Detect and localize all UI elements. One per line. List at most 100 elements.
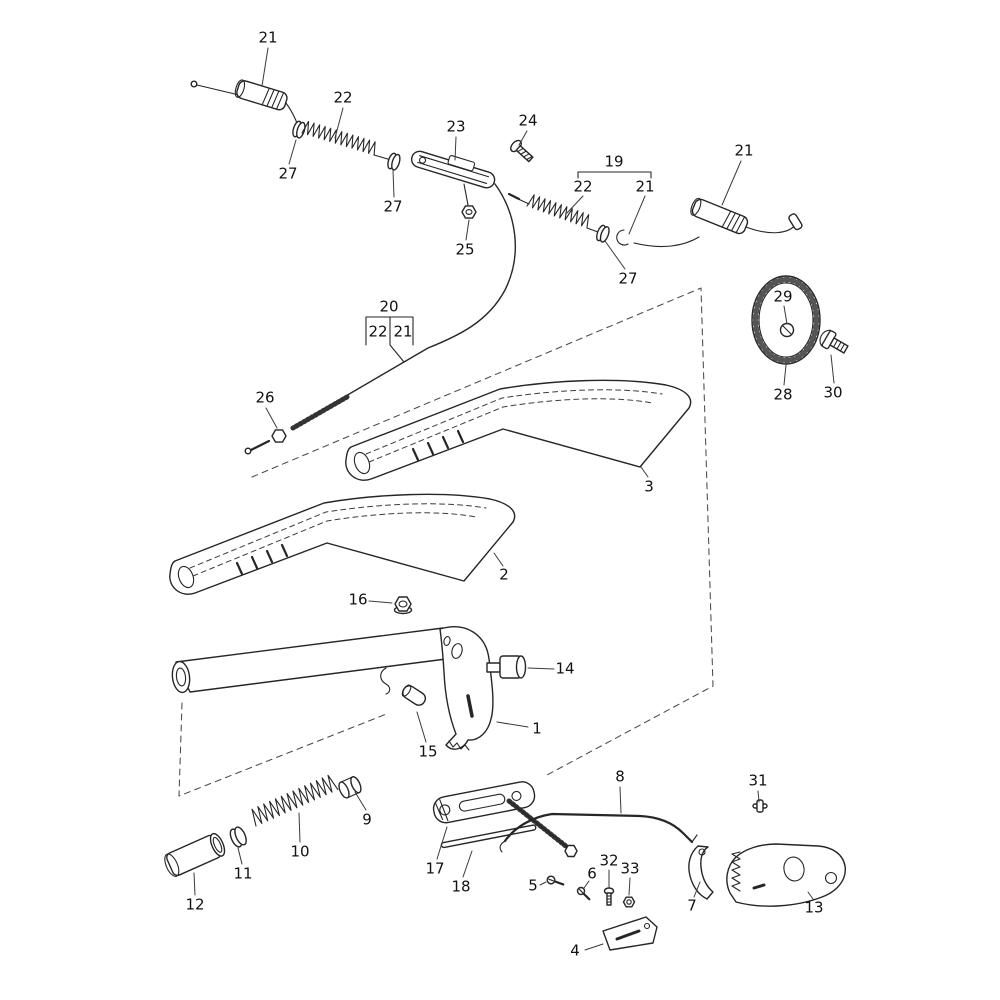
leader-washer-11 — [237, 847, 243, 865]
front-washer-27a — [292, 120, 306, 139]
part-label-nut-33: 33 — [620, 859, 640, 878]
part-screw-6 — [576, 886, 591, 901]
leader-front-sleeve — [261, 47, 269, 87]
rear-clip-21 — [616, 229, 629, 246]
part-label-lever-7: 7 — [687, 896, 697, 915]
part-sleeve-12 — [164, 832, 226, 877]
part-screw-5 — [546, 875, 565, 886]
part-label-bushing-9: 9 — [362, 810, 372, 829]
rear-sleeve-21 — [690, 197, 749, 235]
part-bracket-4 — [602, 916, 658, 951]
part-spring-10 — [251, 774, 339, 827]
part-sector-13 — [726, 843, 846, 907]
leader-cable-nut-26 — [265, 407, 278, 429]
construction-lines — [178, 287, 714, 797]
front-washer-27b — [387, 152, 401, 171]
part-label-nut-16: 16 — [348, 590, 368, 609]
part-label-group-20: 20 — [379, 297, 399, 316]
part-label-front-washer-b: 27 — [383, 197, 403, 216]
part-washer-11 — [229, 826, 247, 848]
leader-bolt-14 — [527, 667, 555, 670]
leader-handle-2 — [493, 552, 504, 567]
part-label-bolt-32: 32 — [599, 851, 619, 870]
leader-screw-5 — [539, 881, 547, 886]
part-label-sub-21: 21 — [393, 322, 413, 341]
group-19-bracket — [577, 171, 652, 179]
leader-bushing-9 — [354, 791, 367, 811]
leader-front-washer-a — [288, 139, 297, 165]
leader-spring-10 — [298, 812, 301, 843]
part-strip-18 — [440, 824, 537, 849]
front-sleeve-21 — [234, 79, 288, 111]
part-label-front-washer-a: 27 — [278, 164, 298, 183]
part-bushing-9 — [338, 776, 362, 799]
screw-24 — [510, 139, 534, 163]
group-20-bracket — [365, 316, 414, 363]
leader-screw-24 — [518, 130, 528, 146]
leader-front-washer-b — [392, 169, 395, 198]
leader-lever-7 — [693, 881, 701, 898]
part-label-screw-6: 6 — [587, 864, 597, 883]
part-label-rear-sleeve: 21 — [734, 141, 754, 160]
part-label-front-spring: 22 — [333, 88, 353, 107]
part-label-sector-13: 13 — [804, 898, 824, 917]
part-lever-1 — [171, 626, 494, 751]
leader-clip-31 — [757, 790, 760, 803]
part-label-group-19: 19 — [604, 152, 624, 171]
part-label-sleeve-12: 12 — [185, 895, 205, 914]
leader-strip-18 — [462, 850, 473, 878]
part-clip-31 — [752, 799, 768, 813]
part-label-bracket-4: 4 — [570, 941, 580, 960]
leader-rear-washer — [604, 240, 626, 270]
part-label-screw-5: 5 — [528, 876, 538, 895]
part-nut-33 — [622, 896, 636, 908]
leader-lines — [193, 47, 835, 951]
leader-cable-bracket — [454, 136, 457, 161]
leader-bracket-4 — [584, 943, 604, 951]
leader-plate-17 — [436, 826, 448, 860]
part-handle-3 — [344, 379, 692, 482]
part-label-cable-nut-26: 26 — [255, 388, 275, 407]
part-label-rear-spring: 22 — [573, 177, 593, 196]
leader-bolt-30 — [830, 354, 835, 384]
leader-pin-15 — [416, 711, 427, 743]
part-label-screw-24: 24 — [518, 111, 538, 130]
leader-handle-3 — [640, 466, 649, 478]
part-label-clamp-28: 28 — [773, 385, 793, 404]
part-handle-2 — [168, 493, 516, 596]
bracket-23 — [410, 150, 496, 189]
part-nut-16 — [393, 596, 413, 615]
leader-nut-16 — [368, 600, 393, 604]
part-label-bolt-30: 30 — [823, 383, 843, 402]
part-front-cable-assembly — [190, 79, 534, 455]
leader-rod-8 — [619, 786, 622, 814]
leader-rear-spring — [566, 195, 584, 214]
part-label-rear-washer: 27 — [618, 269, 638, 288]
leader-clamp-28 — [783, 364, 787, 386]
part-label-front-sleeve: 21 — [258, 28, 278, 47]
part-label-handle-3: 3 — [644, 477, 654, 496]
part-bolt-14 — [486, 655, 527, 679]
part-bolt-32 — [603, 887, 615, 906]
part-plate-17 — [432, 781, 536, 824]
part-label-spring-10: 10 — [290, 842, 310, 861]
part-label-handle-2: 2 — [499, 565, 509, 584]
part-adjuster-rod — [506, 798, 578, 858]
part-label-rod-8: 8 — [615, 767, 625, 786]
part-label-bracket-nut-25: 25 — [455, 240, 475, 259]
part-rear-cable-assembly — [507, 192, 803, 248]
part-lever-7 — [688, 845, 714, 900]
part-label-strip-18: 18 — [451, 877, 471, 896]
leader-nut-33 — [628, 877, 631, 896]
part-rod-8 — [499, 812, 698, 853]
leader-lever-1 — [496, 721, 529, 728]
part-label-lever-1: 1 — [532, 719, 542, 738]
part-label-plate-17: 17 — [425, 859, 445, 878]
leader-front-spring — [334, 107, 344, 139]
part-label-clamp-screw-29: 29 — [773, 287, 793, 306]
part-pin-15 — [401, 684, 427, 706]
front-spring-22 — [301, 120, 376, 156]
leader-rear-clip — [628, 195, 646, 235]
